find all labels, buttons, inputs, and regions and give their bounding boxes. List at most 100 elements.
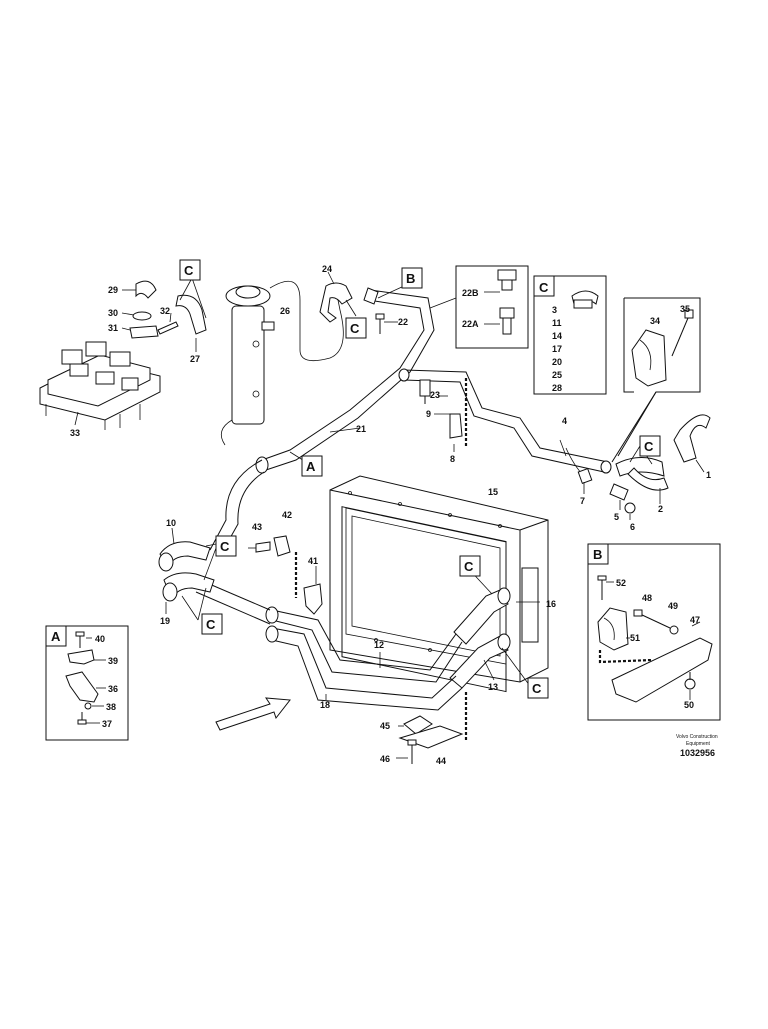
detail-b-letter: B	[593, 547, 602, 562]
fittings-29-32	[121, 280, 179, 339]
callout-c-top-mid: C	[350, 321, 360, 336]
callout-b-top: B	[406, 271, 415, 286]
part-label-12: 12	[374, 640, 384, 650]
detail-a-label-39: 39	[108, 656, 118, 666]
pipe-21	[255, 287, 435, 474]
hoses-16-13	[449, 587, 540, 689]
part-label-44: 44	[436, 756, 446, 766]
callout-c-right-hose: C	[644, 439, 654, 454]
document-number: 1032956	[680, 748, 715, 758]
part-label-46: 46	[380, 754, 390, 764]
detail-a-label-38: 38	[106, 702, 116, 712]
callout-a-mid-box	[301, 455, 323, 477]
callout-c-top-mid-box	[345, 317, 367, 339]
inset-22-label-bottom: 22A	[462, 319, 479, 329]
part-label-6: 6	[630, 522, 635, 532]
callout-c-right-hose-box	[639, 435, 661, 457]
radiator-15	[329, 475, 549, 693]
part-label-10: 10	[166, 518, 176, 528]
hose-27	[175, 294, 207, 352]
callout-c-left-upper: C	[220, 539, 230, 554]
control-unit-33	[39, 341, 161, 430]
part-label-24: 24	[322, 264, 332, 274]
part-label-35: 35	[680, 304, 690, 314]
callout-boxes: C B C A C C C C C	[179, 259, 661, 699]
part-label-45: 45	[380, 721, 390, 731]
callout-c-rad-lower: C	[532, 681, 542, 696]
callout-c-rad-lower-box	[527, 677, 549, 699]
callout-c-top-left: C	[184, 263, 194, 278]
part-label-4: 4	[562, 416, 567, 426]
part-label-19: 19	[160, 616, 170, 626]
pipes-12-18	[265, 606, 463, 711]
part-label-41: 41	[308, 556, 318, 566]
detail-b-label-51: 51	[630, 633, 640, 643]
part-label-9: 9	[426, 409, 431, 419]
sensors-7-5-6	[565, 447, 636, 520]
pipe-4	[398, 368, 612, 474]
hose-24	[319, 271, 353, 323]
credit-line-1: Volvo Construction	[676, 734, 718, 740]
detail-b: B 52 48 49 47 51 50	[587, 543, 721, 721]
part-label-31: 31	[108, 323, 118, 333]
direction-arrow	[215, 697, 291, 731]
inset-c-item: 11	[552, 318, 562, 328]
part-label-27: 27	[190, 354, 200, 364]
inset-c-item: 25	[552, 370, 562, 380]
callout-c-left-lower: C	[206, 617, 216, 632]
part-number-labels: 1 2 4 5 6 7 8 9 10 12 13 15 16 18 19 21 …	[70, 264, 711, 766]
detail-b-label-47: 47	[690, 615, 700, 625]
inset-c-item: 20	[552, 357, 562, 367]
part-label-8: 8	[450, 454, 455, 464]
part-label-26: 26	[280, 306, 290, 316]
part-label-7: 7	[580, 496, 585, 506]
detail-a-label-37: 37	[102, 719, 112, 729]
inset-c-item: 28	[552, 383, 562, 393]
part-label-1: 1	[706, 470, 711, 480]
part-label-5: 5	[614, 512, 619, 522]
part-label-23: 23	[430, 390, 440, 400]
part-label-29: 29	[108, 285, 118, 295]
callout-b-top-box	[401, 267, 423, 289]
fittings-23-9-8	[419, 378, 468, 452]
detail-b-label-49: 49	[668, 601, 678, 611]
callout-c-left-lower-box	[201, 613, 223, 635]
inset-22-labels: 22B 22A	[462, 288, 479, 329]
part-label-43: 43	[252, 522, 262, 532]
detail-a-label-40: 40	[95, 634, 105, 644]
part-label-13: 13	[488, 682, 498, 692]
part-label-30: 30	[108, 308, 118, 318]
detail-a: A 40 39 36 38 37	[45, 625, 129, 741]
inset-c-letter: C	[539, 280, 549, 295]
part-label-21: 21	[356, 424, 366, 434]
brackets-41-43	[248, 535, 323, 615]
detail-b-label-52: 52	[616, 578, 626, 588]
brackets-44-46	[396, 692, 468, 764]
bolt-22	[375, 313, 398, 334]
part-label-15: 15	[488, 487, 498, 497]
detail-a-letter: A	[51, 629, 61, 644]
inset-c-box	[533, 275, 607, 395]
detail-b-label-48: 48	[642, 593, 652, 603]
part-label-2: 2	[658, 504, 663, 514]
part-label-32: 32	[160, 306, 170, 316]
inset-34-35-box	[611, 297, 701, 463]
inset-c-item: 17	[552, 344, 562, 354]
part-label-18: 18	[320, 700, 330, 710]
part-label-33: 33	[70, 428, 80, 438]
callout-c-left-upper-box	[215, 535, 237, 557]
inset-c-labels: C 3 11 14 17 20 25 28	[539, 280, 562, 393]
inset-22-label-top: 22B	[462, 288, 479, 298]
inset-22-box	[429, 265, 529, 349]
inset-c-item: 14	[552, 331, 562, 341]
callout-a-mid: A	[306, 459, 316, 474]
callout-c-rad-upper-box	[459, 555, 481, 577]
detail-a-label-36: 36	[108, 684, 118, 694]
part-label-22: 22	[398, 317, 408, 327]
hoses-10-19	[158, 527, 215, 614]
hose-2-elbow-1	[615, 414, 711, 504]
inset-c-item: 3	[552, 305, 557, 315]
detail-b-label-50: 50	[684, 700, 694, 710]
part-label-16: 16	[546, 599, 556, 609]
